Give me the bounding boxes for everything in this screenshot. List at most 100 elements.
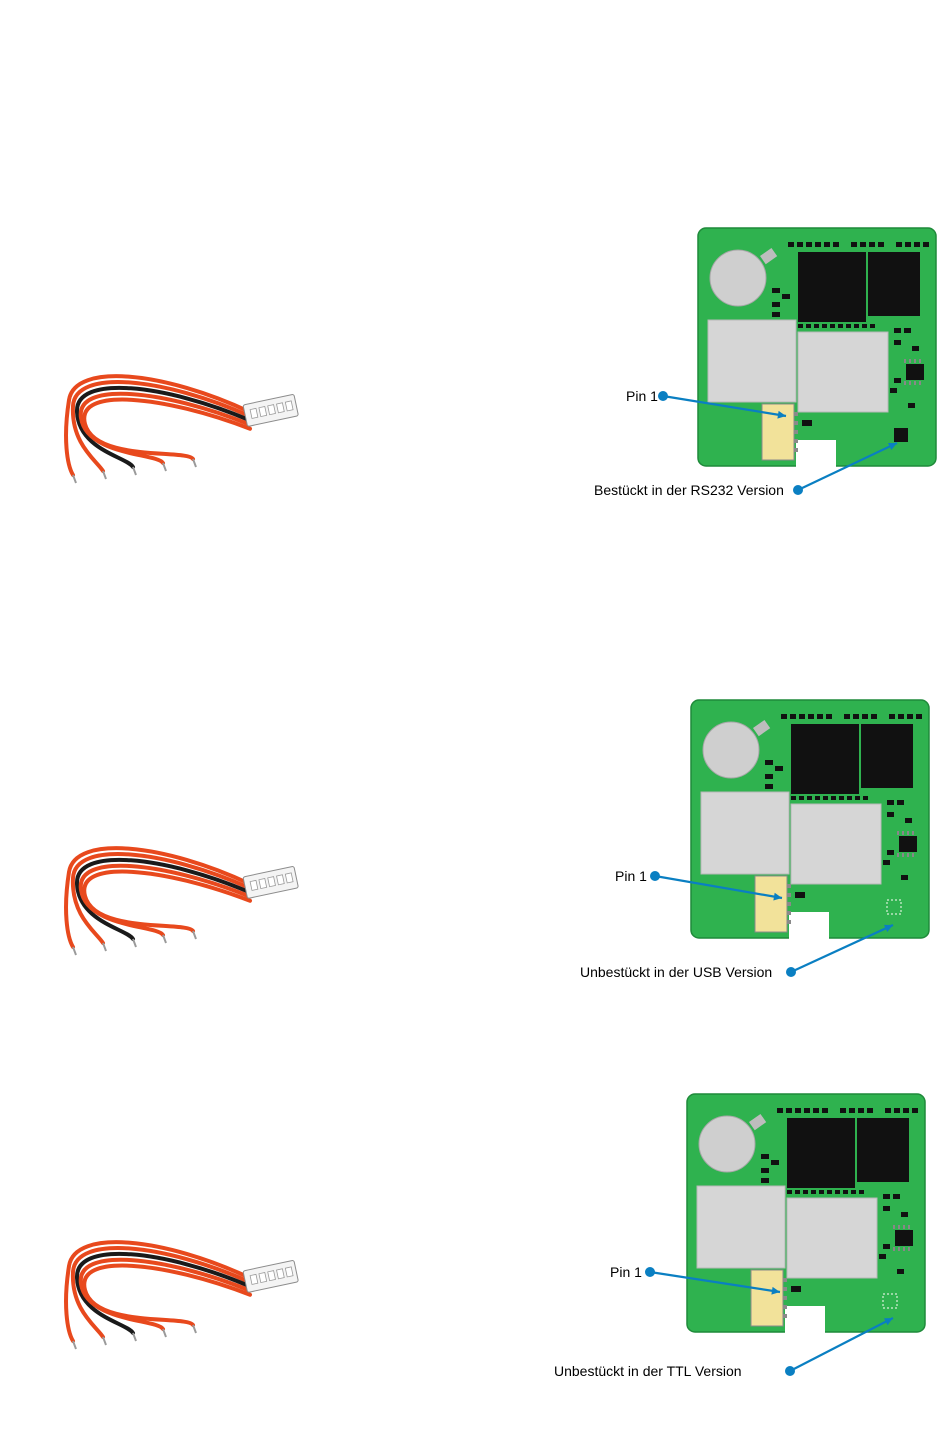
- smd-part: [883, 1194, 890, 1199]
- smd-part: [894, 378, 901, 383]
- smd-part: [896, 242, 902, 247]
- smd-part: [806, 324, 811, 328]
- smd-part: [761, 1178, 769, 1183]
- battery: [710, 250, 766, 306]
- smd-part: [879, 1254, 886, 1259]
- ic-pin: [912, 831, 914, 835]
- connector-pin-slot: [268, 405, 276, 415]
- smd-part: [797, 242, 803, 247]
- pin-1-label: Pin 1: [615, 868, 647, 884]
- ic-pin: [919, 381, 921, 385]
- wire-tip: [133, 939, 136, 947]
- header-pin: [783, 1314, 787, 1318]
- ic-pin: [902, 853, 904, 857]
- smd-part: [859, 1190, 864, 1194]
- smd-part: [897, 800, 904, 805]
- battery: [703, 722, 759, 778]
- secondary-chip: [857, 1118, 909, 1182]
- smd-part: [851, 1190, 856, 1194]
- smd-part: [838, 324, 843, 328]
- ic-pin: [897, 853, 899, 857]
- ic-pin: [904, 381, 906, 385]
- wire-tip: [193, 931, 196, 939]
- smd-part: [782, 294, 790, 299]
- smd-part: [815, 242, 821, 247]
- smd-part: [781, 714, 787, 719]
- smd-part: [790, 714, 796, 719]
- smd-part: [840, 1108, 846, 1113]
- smd-part: [858, 1108, 864, 1113]
- connector-pin-slot: [250, 880, 258, 890]
- panel-graphic: [0, 1056, 950, 1386]
- smd-part: [887, 850, 894, 855]
- header-pin: [787, 911, 791, 915]
- pin-1-label: Pin 1: [610, 1264, 642, 1280]
- header-pin: [794, 412, 798, 416]
- connector-pin-slot: [285, 873, 293, 883]
- panel-usb: Pin 1 Unbestückt in der USB Version: [0, 662, 950, 1062]
- wire-tip: [193, 1325, 196, 1333]
- smd-part: [894, 328, 901, 333]
- secondary-chip: [861, 724, 913, 788]
- connector-pin-slot: [285, 1267, 293, 1277]
- ic-pin: [909, 359, 911, 363]
- pad-right: [798, 332, 888, 412]
- smd-part: [772, 312, 780, 317]
- smd-part: [849, 1108, 855, 1113]
- smd-part: [860, 242, 866, 247]
- main-chip: [798, 252, 866, 322]
- connector-pin-slot: [285, 401, 293, 411]
- panel-rs232: Pin 1 Bestückt in der RS232 Version: [0, 190, 950, 590]
- ic-pin: [912, 853, 914, 857]
- cable-assembly: [66, 376, 298, 483]
- smd-part: [843, 1190, 848, 1194]
- smd-part: [765, 784, 773, 789]
- pad-left: [701, 792, 789, 874]
- version-note: Unbestückt in der USB Version: [580, 964, 772, 980]
- smd-part: [808, 714, 814, 719]
- smd-part: [847, 796, 852, 800]
- smd-part: [893, 1194, 900, 1199]
- connector-pin-slot: [277, 875, 285, 885]
- ic-pin: [914, 359, 916, 363]
- smd-part: [822, 324, 827, 328]
- smd-part: [883, 860, 890, 865]
- smd-part: [791, 796, 796, 800]
- smd-part: [846, 324, 851, 328]
- wire-tip: [103, 471, 106, 479]
- main-chip: [791, 724, 859, 794]
- smd-part: [914, 242, 920, 247]
- smd-part: [761, 1168, 769, 1173]
- smd-part: [883, 1244, 890, 1249]
- small-ic: [906, 364, 924, 380]
- pin-1-label: Pin 1: [626, 388, 658, 404]
- pcb-board: [698, 228, 936, 468]
- ic-pin: [903, 1247, 905, 1251]
- smd-part: [887, 812, 894, 817]
- smd-part: [923, 242, 929, 247]
- smd-part: [885, 1108, 891, 1113]
- ic-pin: [902, 831, 904, 835]
- secondary-chip: [868, 252, 920, 316]
- wire-tip: [73, 1341, 76, 1349]
- header-pin: [787, 902, 791, 906]
- pcb-board: [691, 700, 929, 940]
- smd-part: [761, 1154, 769, 1159]
- small-ic: [895, 1230, 913, 1246]
- smd-part: [771, 1160, 779, 1165]
- header-pin: [794, 430, 798, 434]
- smd-part: [883, 1206, 890, 1211]
- cable-assembly: [66, 1242, 298, 1349]
- smd-part: [823, 796, 828, 800]
- smd-part: [862, 324, 867, 328]
- ic-pin: [893, 1247, 895, 1251]
- smd-part: [903, 1108, 909, 1113]
- smd-part: [831, 796, 836, 800]
- connector-pin-slot: [277, 1269, 285, 1279]
- header-pin: [783, 1296, 787, 1300]
- smd-part: [839, 796, 844, 800]
- smd-part: [786, 1108, 792, 1113]
- smd-part: [851, 242, 857, 247]
- smd-part: [835, 1190, 840, 1194]
- smd-part: [787, 1190, 792, 1194]
